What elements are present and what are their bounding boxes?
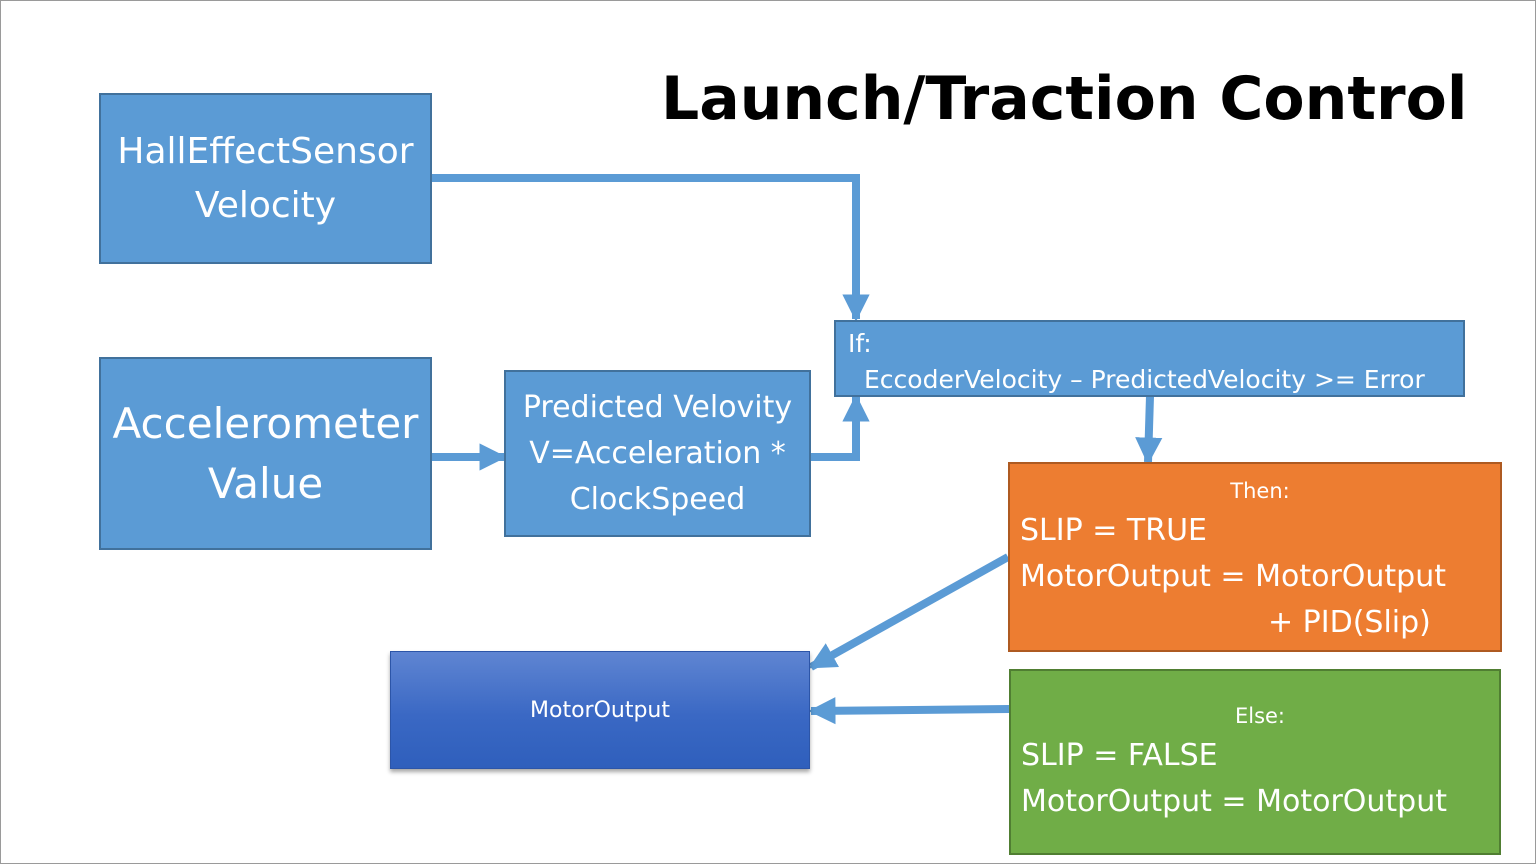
predicted-velocity-node: Predicted Velovity V=Acceleration * Cloc… [504, 370, 811, 537]
then-branch-node: Then: SLIP = TRUE MotorOutput = MotorOut… [1008, 462, 1502, 652]
edge-then-to-motor [808, 553, 1010, 671]
accelerometer-line-1: Accelerometer [112, 398, 419, 448]
else-line-2: MotorOutput = MotorOutput [1021, 784, 1448, 819]
else-line-1: SLIP = FALSE [1021, 738, 1218, 773]
then-label: Then: [1230, 479, 1290, 503]
edge-predicted-to-condition [810, 394, 870, 461]
condition-label: If: [848, 329, 872, 358]
condition-node: If: EccoderVelocity – PredictedVelocity … [834, 320, 1465, 397]
predicted-line-2: V=Acceleration * [529, 435, 786, 471]
hall-sensor-line-2: Velocity [194, 184, 337, 226]
edge-hall-to-condition [431, 174, 870, 322]
edge-else-to-motor [808, 697, 1010, 725]
hall-sensor-node: HallEffectSensor Velocity [99, 93, 432, 264]
accelerometer-line-2: Value [207, 458, 324, 508]
page-title: Launch/Traction Control [661, 64, 1468, 134]
then-line-2: MotorOutput = MotorOutput [1020, 559, 1447, 594]
predicted-line-1: Predicted Velovity [522, 389, 793, 425]
hall-sensor-line-1: HallEffectSensor [117, 130, 414, 172]
then-line-1: SLIP = TRUE [1020, 513, 1207, 548]
motor-output-node: MotorOutput [390, 651, 810, 769]
predicted-line-3: ClockSpeed [569, 481, 746, 517]
then-line-3: + PID(Slip) [1268, 605, 1431, 640]
accelerometer-node: Accelerometer Value [99, 357, 432, 550]
edge-condition-to-then [1135, 395, 1163, 465]
else-label: Else: [1234, 704, 1286, 728]
motor-output-label: MotorOutput [530, 697, 670, 723]
condition-expression: EccoderVelocity – PredictedVelocity >= E… [864, 365, 1425, 394]
else-branch-node: Else: SLIP = FALSE MotorOutput = MotorOu… [1009, 669, 1501, 855]
